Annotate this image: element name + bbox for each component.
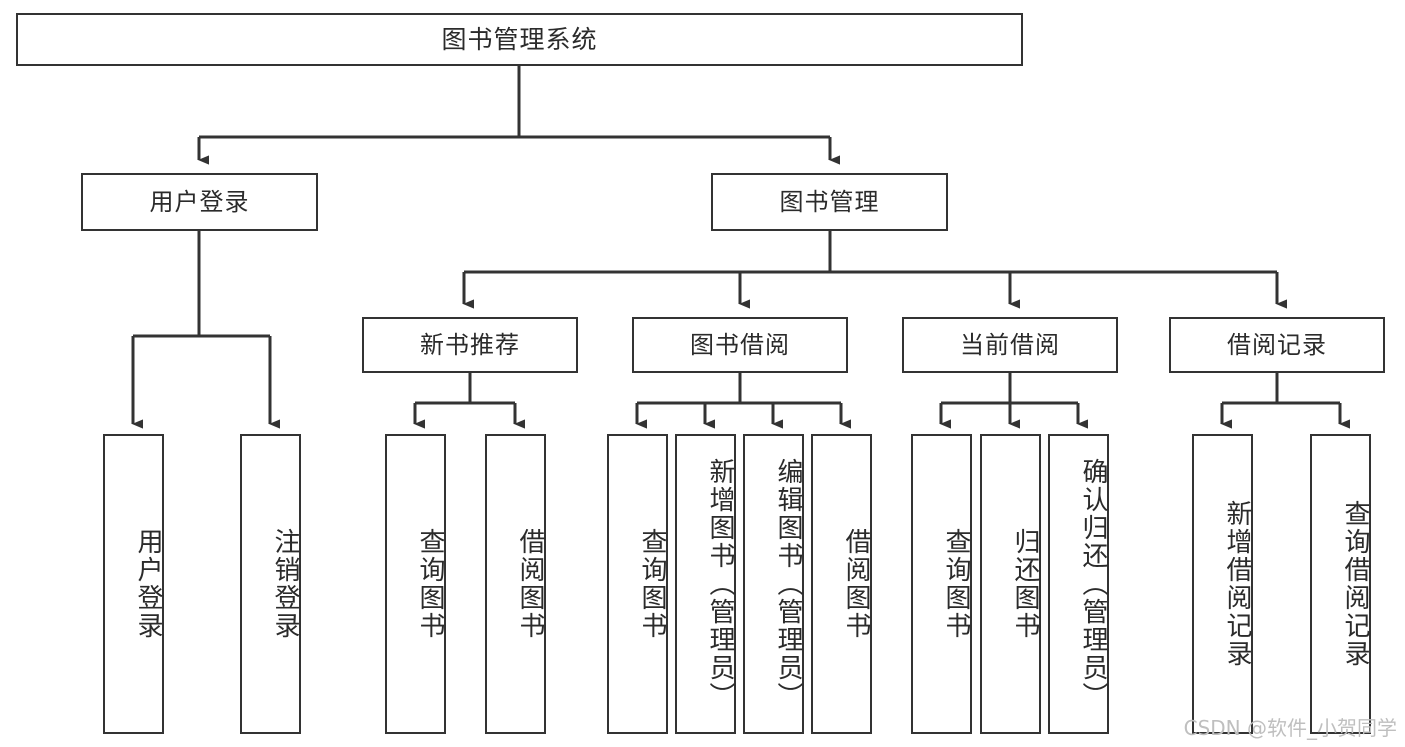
node-current-borrow[interactable]: 当前借阅 xyxy=(902,317,1118,373)
csdn-watermark: CSDN @软件_小贺同学 xyxy=(1183,716,1397,740)
leaf-edit-book-admin[interactable]: 编辑图书（管理员） xyxy=(743,434,804,734)
node-book-borrow[interactable]: 图书借阅 xyxy=(632,317,848,373)
leaf-query-book-borrow[interactable]: 查询图书 xyxy=(607,434,668,734)
leaf-query-book-rec[interactable]: 查询图书 xyxy=(385,434,446,734)
leaf-query-book-current[interactable]: 查询图书 xyxy=(911,434,972,734)
node-root-system[interactable]: 图书管理系统 xyxy=(16,13,1023,66)
leaf-return-book[interactable]: 归还图书 xyxy=(980,434,1041,734)
leaf-user-login[interactable]: 用户登录 xyxy=(103,434,164,734)
node-borrow-record[interactable]: 借阅记录 xyxy=(1169,317,1385,373)
node-new-book-recommendation[interactable]: 新书推荐 xyxy=(362,317,578,373)
leaf-borrow-book[interactable]: 借阅图书 xyxy=(811,434,872,734)
leaf-query-borrow-record[interactable]: 查询借阅记录 xyxy=(1310,434,1371,734)
leaf-logout[interactable]: 注销登录 xyxy=(240,434,301,734)
leaf-add-book-admin[interactable]: 新增图书（管理员） xyxy=(675,434,736,734)
leaf-confirm-return-admin[interactable]: 确认归还（管理员） xyxy=(1048,434,1109,734)
leaf-borrow-book-rec[interactable]: 借阅图书 xyxy=(485,434,546,734)
node-user-login[interactable]: 用户登录 xyxy=(81,173,318,231)
node-book-management[interactable]: 图书管理 xyxy=(711,173,948,231)
leaf-add-borrow-record[interactable]: 新增借阅记录 xyxy=(1192,434,1253,734)
